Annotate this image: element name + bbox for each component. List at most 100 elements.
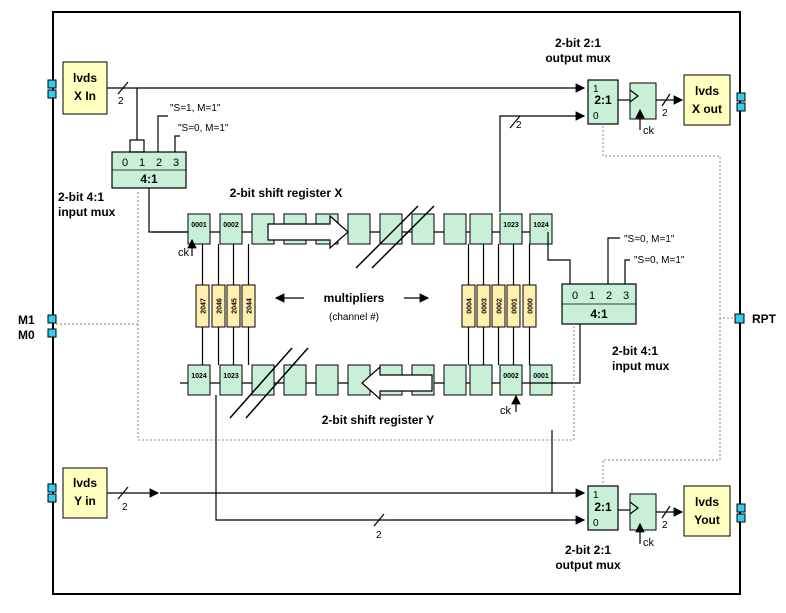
multipliers-title: multipliers: [324, 291, 385, 305]
bus-slash-x-out: [661, 93, 671, 107]
mux-top-out-label: 2:1: [594, 93, 612, 107]
mult-right-label: 0003: [482, 298, 489, 314]
mult-right-label: 0001: [512, 298, 519, 314]
ff-bot-ck: ck: [643, 537, 655, 549]
pin-m1: [47, 314, 57, 324]
reg-y-cell: [219, 364, 243, 396]
reg-x-ck: ck: [178, 247, 190, 259]
port-y-in-line1: lvds: [73, 476, 97, 490]
reg-y-title: 2-bit shift register Y: [322, 413, 434, 427]
mux-top-out: [587, 79, 619, 125]
mux-in-y-note-2: "S=0, M=1": [634, 255, 685, 266]
reg-x-cell: [499, 213, 523, 245]
mult-right-label: 0000: [528, 298, 535, 314]
mux-in-x-note-1: "S=1, M=1": [170, 103, 221, 114]
wire-reg-y-to-outmux: [215, 395, 586, 525]
reg-x-cell-label: 1024: [533, 222, 549, 229]
mux-in-x-label: 4:1: [140, 172, 158, 186]
reg-x-cell: [219, 213, 243, 245]
mux-in-x-in1: 1: [139, 157, 145, 169]
reg-x-shift-arrow: [267, 214, 349, 250]
port-x-in-line2: X In: [74, 89, 96, 103]
bus-width-x-in: 2: [118, 96, 124, 107]
bus-width-reg-y: 2: [376, 530, 382, 541]
mux-in-x-title-2: input mux: [58, 205, 116, 219]
pin-y-out-n: [736, 513, 746, 523]
reg-x-cell: [469, 213, 493, 245]
port-x-out-line2: X out: [692, 102, 722, 116]
bus-slash-y-in: [117, 486, 129, 500]
mux-in-y-label: 4:1: [590, 307, 608, 321]
port-x-out-line1: lvds: [695, 84, 719, 98]
mux-in-x-note-2: "S=0, M=1": [178, 123, 229, 134]
mux-in-y-title-2: input mux: [612, 359, 670, 373]
reg-y-cell: [187, 364, 211, 396]
mult-right-label: 0002: [497, 298, 504, 314]
pin-x-out-n: [736, 102, 746, 112]
port-y-out-line2: Yout: [694, 513, 720, 527]
wire-reg-x-to-mux-y: [547, 232, 571, 284]
label-rpt: RPT: [752, 312, 777, 326]
bus-slash-x-in: [117, 81, 129, 95]
reg-x-cell: [529, 213, 553, 245]
bus-width-reg-x: 2: [516, 120, 522, 131]
reg-y-cell-label: 1023: [223, 373, 239, 380]
mux-in-y-in1: 1: [589, 290, 595, 302]
reg-y-cell: [469, 364, 493, 396]
port-y-out: lvds Yout: [683, 485, 731, 537]
wire-mux-x-to-reg: [148, 188, 188, 233]
reg-x-cell-label: 0002: [223, 222, 239, 229]
mux-bot-out-title-2: output mux: [555, 558, 621, 572]
port-y-in: lvds Y in: [62, 467, 108, 519]
reg-y-cell: [529, 364, 553, 396]
bus-slash-reg-y: [373, 513, 385, 527]
reg-x-break-2: [371, 205, 435, 269]
bus-slash-y-out: [661, 505, 671, 519]
mult-left-label: 2044: [247, 298, 254, 314]
reg-y-shift-arrow: [361, 365, 433, 401]
mux-in-y-in0: 0: [572, 290, 578, 302]
mux-top-out-in0: 0: [593, 111, 599, 122]
pin-x-out-p: [736, 92, 746, 102]
reg-x-cell: [187, 213, 211, 245]
multipliers-subtitle: (channel #): [329, 312, 379, 323]
reg-y-break-2: [245, 347, 309, 419]
bus-width-y-in: 2: [122, 502, 128, 513]
port-x-out: lvds X out: [683, 74, 731, 126]
mux-bot-out-title-1: 2-bit 2:1: [565, 543, 611, 557]
reg-x-cell-label: 1023: [503, 222, 519, 229]
mux-bot-out-label: 2:1: [594, 500, 612, 514]
multipliers-right: 0004 0003 0002 0001 0000: [461, 244, 537, 365]
mux-top-out-title-2: output mux: [545, 51, 611, 65]
ctrl-rpt-bottom: [602, 318, 721, 484]
port-x-in: lvds X In: [62, 61, 108, 115]
pin-m0: [47, 328, 57, 338]
bus-width-x-out: 2: [662, 108, 668, 119]
ff-top-ck: ck: [643, 125, 655, 137]
ff-bot: [629, 493, 657, 531]
ff-top: [629, 82, 657, 120]
reg-x-title: 2-bit shift register X: [230, 186, 343, 200]
reg-y-cell-label: 0001: [533, 373, 549, 380]
label-m1: M1: [18, 313, 35, 327]
mux-in-y-title-1: 2-bit 4:1: [612, 344, 658, 358]
mux-in-y-in2: 2: [606, 290, 612, 302]
mux-bot-out-in0: 0: [593, 518, 599, 529]
ctrl-rpt-top: [602, 126, 735, 319]
reg-y-cell: [315, 364, 339, 396]
mux-in-x-in2: 2: [156, 157, 162, 169]
mux-in-x-in3: 3: [173, 157, 179, 169]
ff-top-clock-notch: [629, 89, 639, 103]
mux-top-out-in1: 1: [593, 84, 599, 95]
mult-right-label: 0004: [467, 298, 474, 314]
reg-x-break-1: [355, 205, 419, 269]
pin-x-in-p: [47, 79, 57, 89]
mux-bot-out: [587, 485, 619, 531]
bus-width-y-out: 2: [662, 520, 668, 531]
reg-y-cell: [499, 364, 523, 396]
mult-left-label: 2046: [217, 298, 224, 314]
port-x-in-line1: lvds: [73, 71, 97, 85]
pin-y-out-p: [736, 503, 746, 513]
